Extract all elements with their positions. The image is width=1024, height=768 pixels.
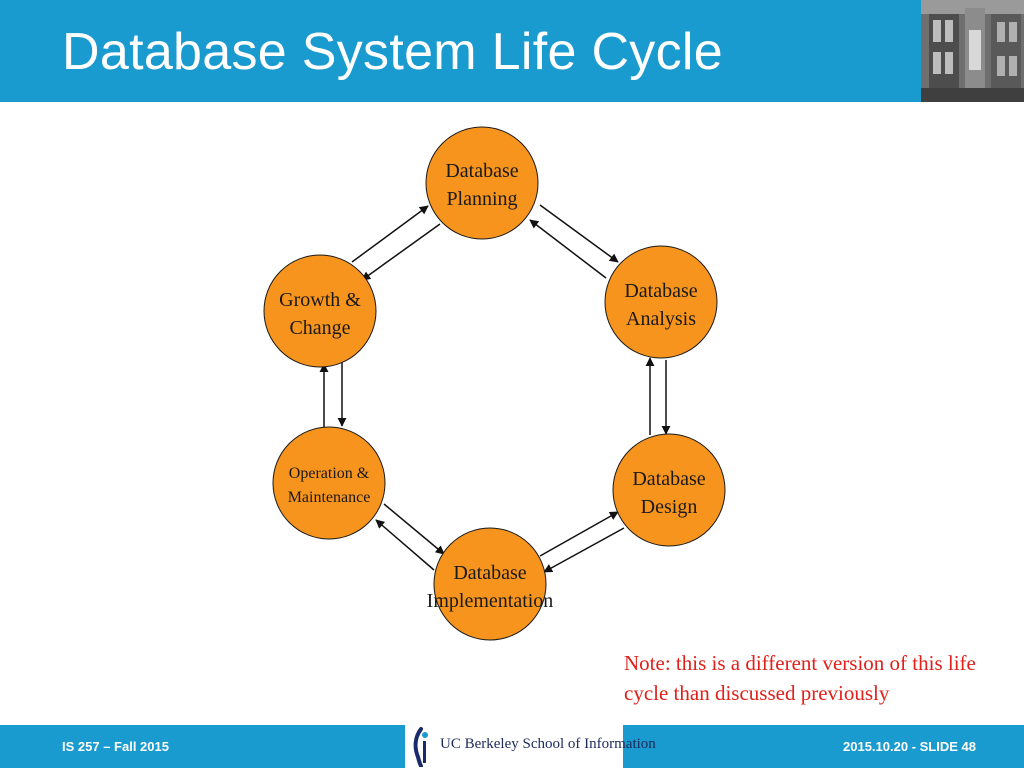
node-circle [263,254,377,368]
node-design: Database Design [612,433,726,547]
node-label-line: Database [624,280,697,302]
arrow-implementation-to-design [539,511,619,557]
slide-title: Database System Life Cycle [62,23,723,81]
connector-arrows [319,204,671,573]
node-circle [612,433,726,547]
course-label: IS 257 – Fall 2015 [62,739,169,754]
arrow-analysis-to-planning [529,219,607,279]
node-planning: Database Planning [425,126,539,240]
arrow-design-to-implementation [543,527,625,573]
title-bar [0,0,1024,102]
arrow-planning-to-growth [361,223,441,281]
slide-number: 2015.10.20 - SLIDE 48 [843,739,976,754]
arrow-operation-to-implementation [383,503,445,555]
node-label-line: Operation & [289,465,370,482]
node-label-line: Growth & [279,289,361,311]
note-text: Note: this is a different version of thi… [624,651,976,705]
node-circle [604,245,718,359]
node-label-line: Database [445,160,518,182]
node-circle [425,126,539,240]
node-label-line: Database [632,468,705,490]
node-analysis: Database Analysis [604,245,718,359]
arrow-planning-to-analysis [539,204,619,263]
ischool-logo-icon [413,727,428,767]
node-operation: Operation & Maintenance [272,426,386,540]
node-circle [433,527,547,641]
logo-area [405,725,623,768]
node-label-line: Maintenance [288,489,371,506]
node-circle [272,426,386,540]
node-growth: Growth & Change [263,254,377,368]
node-label-line: Design [641,496,698,518]
arrow-growth-to-planning [351,205,429,263]
node-label-line: Planning [446,188,517,210]
node-label-line: Change [289,317,350,339]
arrow-implementation-to-operation [375,519,435,571]
node-implementation: Database Implementation [427,527,554,641]
node-label-line: Analysis [626,308,696,330]
logo-text: UC Berkeley School of Information [440,736,656,752]
node-label-line: Implementation [427,590,554,612]
building-photo [921,0,1024,102]
node-label-line: Database [453,562,526,584]
